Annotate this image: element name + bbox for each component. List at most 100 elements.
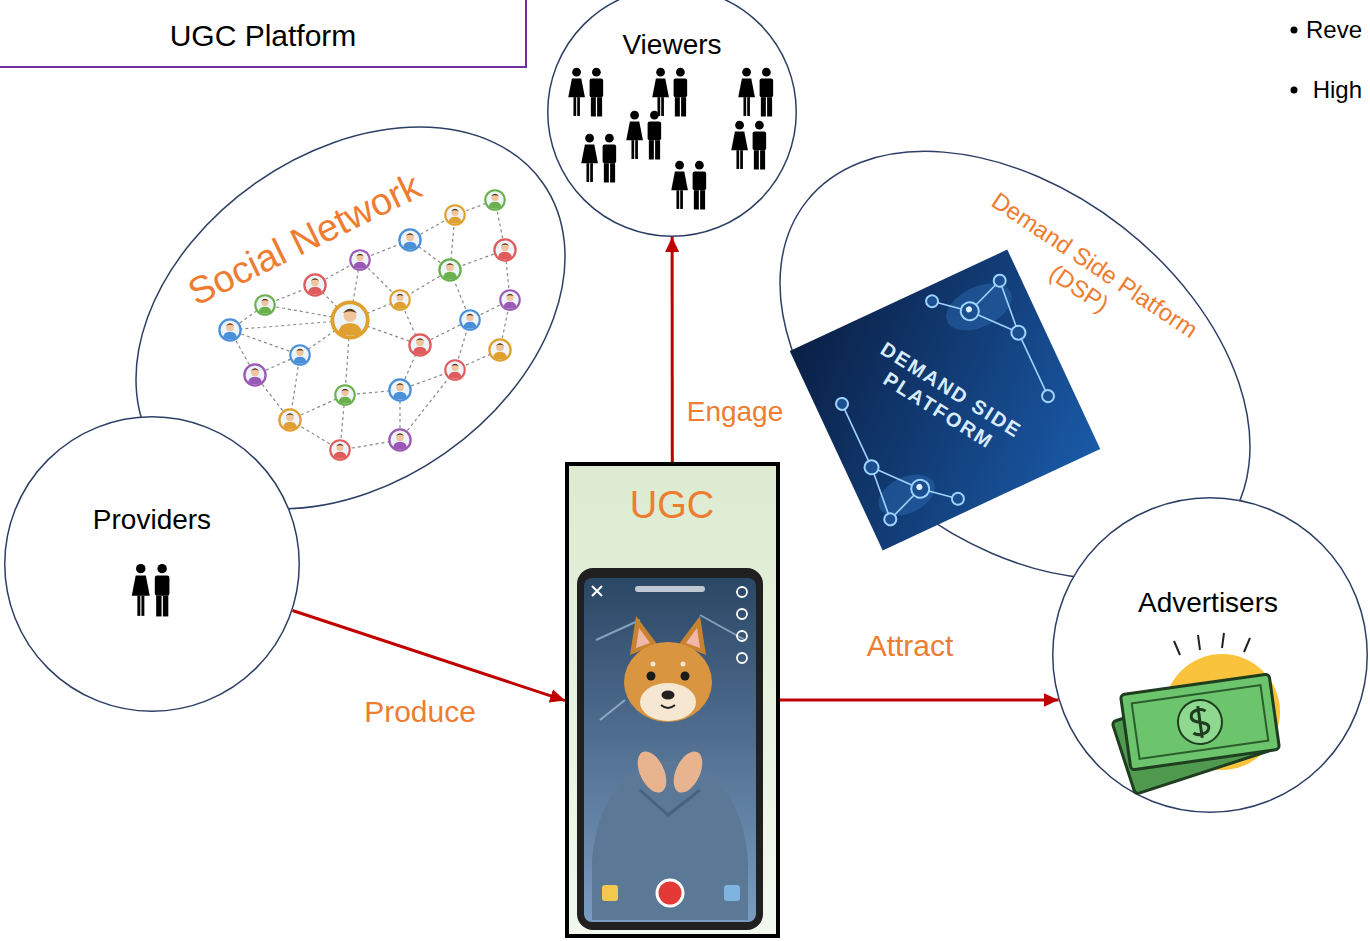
- social-network-avatars: [389, 379, 410, 400]
- social-network-picture: [315, 260, 360, 285]
- social-network-picture: [455, 200, 495, 215]
- circle-outline: [1053, 498, 1368, 813]
- social-network-picture: [450, 270, 470, 320]
- node-label: Demand Side Platform (DSP): [963, 181, 1212, 372]
- circle-outline: [1052, 497, 1368, 813]
- social-network-avatars: [445, 205, 464, 224]
- dsp-picture: [908, 477, 932, 501]
- social-network-picture: [420, 320, 470, 345]
- ellipse-outline: [63, 48, 637, 588]
- dsp-picture: [790, 250, 1100, 551]
- social-network-avatars: [219, 319, 240, 340]
- social-network-picture: [400, 370, 455, 440]
- rect-outline: [567, 464, 778, 936]
- circle-outline: [548, 0, 797, 236]
- social-network-picture: [500, 300, 510, 350]
- social-network-avatars: [255, 295, 274, 314]
- social-network-picture: [360, 240, 410, 260]
- social-network-avatars: [439, 259, 460, 280]
- dsp-picture: [1009, 323, 1028, 342]
- social-network-picture: [230, 330, 300, 355]
- social-network-avatars: [460, 310, 479, 329]
- social-network-avatars: [485, 190, 504, 209]
- social-network-avatars: [335, 385, 354, 404]
- dsp-picture: [924, 293, 940, 309]
- cut-off-text: High: [1313, 76, 1362, 104]
- social-network-picture: [400, 370, 455, 390]
- dsp-picture: [814, 272, 1076, 529]
- social-network-picture: [410, 215, 455, 240]
- node-label: Viewers: [622, 29, 721, 61]
- social-network-picture: [340, 440, 400, 450]
- bullet-marks: [1291, 87, 1298, 94]
- dsp-picture: [882, 511, 898, 527]
- social-network-picture: [265, 285, 315, 305]
- ugc-box: UGC: [565, 462, 780, 938]
- social-network-picture: [455, 350, 500, 370]
- dsp-picture: [920, 476, 958, 511]
- social-network-avatars: [304, 274, 325, 295]
- rect-outline: [565, 462, 780, 938]
- circle-outline: [5, 417, 300, 712]
- social-network-picture: [300, 320, 350, 355]
- dsp-picture: [963, 281, 1006, 311]
- social-network-avatars: [445, 360, 464, 379]
- social-network-picture: [290, 420, 340, 450]
- dsp-picture: [867, 467, 895, 519]
- dsp-picture: [884, 489, 927, 519]
- dsp-picture: [995, 281, 1023, 333]
- dsp-picture: [939, 274, 1019, 340]
- social-network-picture: [345, 390, 400, 395]
- dsp-picture: [970, 296, 1019, 347]
- social-network-picture: [230, 305, 265, 330]
- social-network-picture: [350, 260, 360, 320]
- social-network-picture: [340, 395, 345, 450]
- edge-label: Produce: [364, 695, 476, 730]
- social-network-picture: [345, 320, 350, 395]
- social-network-picture: [410, 240, 450, 270]
- dsp-picture: [1018, 333, 1048, 396]
- edge-label: Engage: [687, 396, 784, 428]
- social-network-picture: [400, 270, 450, 300]
- social-network-picture: [399, 390, 400, 440]
- social-network-avatars: [500, 290, 519, 309]
- social-network-avatars: [244, 364, 265, 385]
- dsp-picture: [932, 289, 970, 324]
- social-network-picture: [450, 250, 505, 270]
- title-box: UGC Platform: [0, 0, 527, 68]
- dsp-picture: [790, 250, 1100, 551]
- social-network-avatars: [390, 290, 409, 309]
- social-network-picture: [290, 395, 345, 420]
- dsp-picture: [950, 491, 966, 507]
- social-network-avatars: [290, 345, 309, 364]
- social-network-avatars: [332, 302, 367, 337]
- social-network-avatars: [350, 250, 369, 269]
- node-label: Social Network: [182, 165, 429, 315]
- dsp-picture: [834, 396, 850, 412]
- dsp-picture: [958, 299, 982, 323]
- social-network-picture: [255, 355, 300, 375]
- arrow-connector: [671, 237, 674, 462]
- dsp-picture: [915, 483, 923, 491]
- node-label: UGC: [630, 484, 714, 528]
- social-network-picture: [230, 330, 255, 375]
- social-network-picture: [360, 260, 400, 300]
- dsp-picture: [992, 273, 1008, 289]
- social-network-picture: [255, 375, 290, 420]
- cut-off-text: Reve: [1306, 16, 1362, 44]
- dsp-picture: [806, 264, 1084, 537]
- social-network-picture: [350, 300, 400, 320]
- advertisers-circle: Advertisers: [1052, 497, 1368, 813]
- providers-circle: Providers: [4, 416, 300, 712]
- social-network-picture: [290, 355, 300, 420]
- dsp-picture: [1040, 388, 1056, 404]
- picture-caption: DEMAND SIDE PLATFORM: [856, 332, 1034, 468]
- social-network-picture: [455, 320, 470, 370]
- social-network-avatars: [409, 334, 430, 355]
- social-network-picture: [505, 250, 510, 300]
- edge-label: Attract: [867, 629, 954, 664]
- viewers-circle: Viewers: [547, 0, 797, 237]
- social-network-avatars: [399, 229, 420, 250]
- social-network-avatars: [279, 409, 300, 430]
